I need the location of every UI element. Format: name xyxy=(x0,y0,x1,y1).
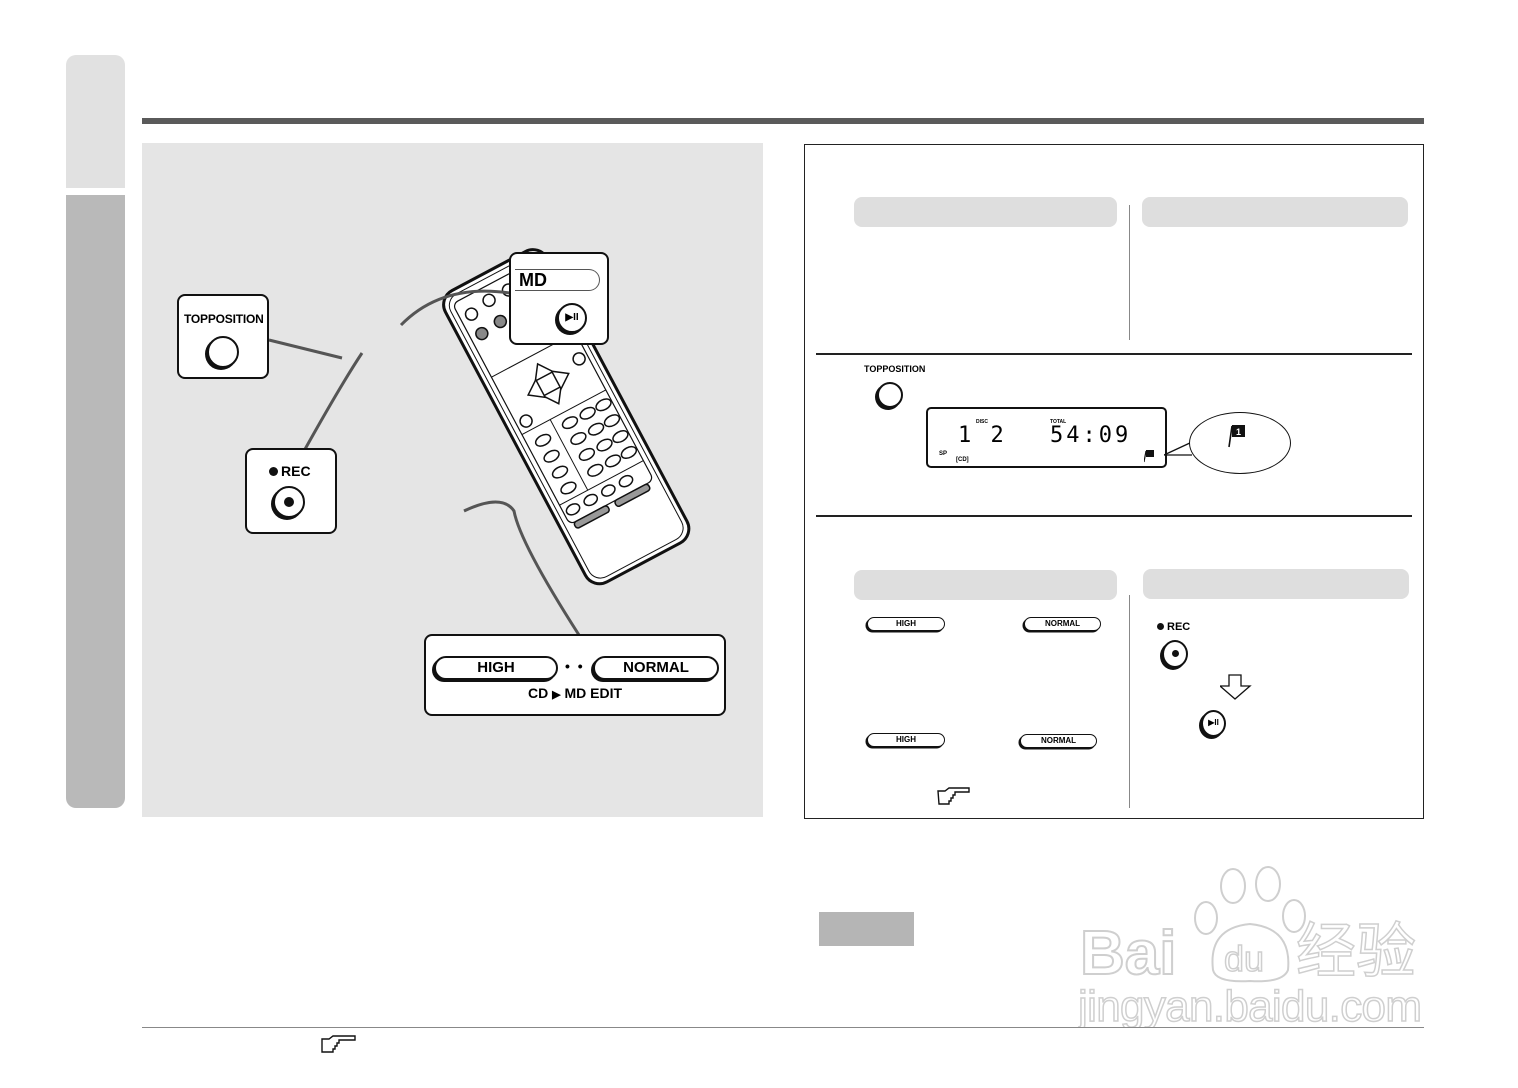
topposition-small-button-icon xyxy=(877,382,903,408)
section1-left-header xyxy=(854,197,1117,227)
high-button-row1: HIGH xyxy=(867,617,945,631)
svg-text:1: 1 xyxy=(1236,427,1241,437)
high-button-row2: HIGH xyxy=(867,733,945,747)
lcd-display: DISC 1 2 TOTAL 54:09 SP [CD] xyxy=(926,407,1167,468)
track-flag-icon: 1 xyxy=(1228,425,1245,448)
watermark-bai: Bai xyxy=(1080,919,1176,988)
caption-md-edit: MD EDIT xyxy=(564,685,623,701)
watermark-chinese: 经验 xyxy=(1296,917,1416,987)
record-dot-icon xyxy=(269,467,278,476)
section1-right-header xyxy=(1142,197,1408,227)
round-button-icon xyxy=(207,336,239,368)
lcd-source: [CD] xyxy=(956,457,969,463)
md-play-pause-callout: MD ▶II xyxy=(509,252,609,345)
record-small-button-icon xyxy=(1162,640,1188,668)
section-divider-2 xyxy=(816,515,1412,517)
flag-zoom-bubble: 1 xyxy=(1189,412,1291,474)
caption-cd: CD xyxy=(527,685,549,701)
rec-label: REC xyxy=(281,463,311,479)
baidu-watermark: Bai du 经验 jingyan.baidu.com xyxy=(1075,858,1424,1032)
lcd-mode: SP xyxy=(939,451,948,457)
md-label: MD xyxy=(519,270,547,290)
cd-md-edit-caption: CD ▶ MD EDIT xyxy=(426,685,724,701)
section3-right-header xyxy=(1143,569,1409,599)
normal-button-row1: NORMAL xyxy=(1024,617,1101,631)
rec-small-label: REC xyxy=(1167,621,1191,633)
instruction-panel xyxy=(804,144,1424,819)
side-tab-top xyxy=(66,55,125,188)
high-speed-button: HIGH xyxy=(434,656,558,680)
lcd-total-label: TOTAL xyxy=(1050,419,1067,425)
watermark-url: jingyan.baidu.com xyxy=(1078,982,1422,1028)
lcd-disc-label: DISC xyxy=(976,419,988,425)
normal-button-row2: NORMAL xyxy=(1020,734,1097,748)
record-button-icon xyxy=(273,486,305,518)
play-arrow-icon: ▶ xyxy=(552,689,561,701)
speech-pointer xyxy=(1164,441,1193,456)
lcd-total-value: 54:09 xyxy=(1050,423,1132,448)
section-divider-1 xyxy=(816,353,1412,355)
section3-divider xyxy=(1129,595,1130,808)
separator-dots: • • xyxy=(565,658,585,674)
pointing-hand-icon xyxy=(937,787,970,805)
md-label-pill: MD xyxy=(515,269,600,291)
footer-pointing-hand-icon xyxy=(321,1035,356,1053)
watermark-du: du xyxy=(1224,938,1264,979)
play-pause-small-icon: ▶II xyxy=(1201,710,1226,737)
side-tab-bottom xyxy=(66,195,125,808)
footer-rule xyxy=(142,1027,1424,1028)
down-arrow-icon xyxy=(1220,674,1252,700)
topposition-small-label: TOPPOSITION xyxy=(864,364,926,374)
cd-md-edit-callout: HIGH • • NORMAL CD ▶ MD EDIT xyxy=(424,634,726,716)
lcd-disc-value: 1 2 xyxy=(958,423,1007,448)
baidu-paw-logo-icon: Bai du 经验 jingyan.baidu.com xyxy=(1075,866,1423,1032)
rec-small-label-wrap: REC xyxy=(1157,621,1190,633)
section3-left-header xyxy=(854,570,1117,600)
remote-control-drawing xyxy=(268,248,691,636)
rec-label-wrap: REC xyxy=(269,463,311,479)
topposition-callout: TOPPOSITION xyxy=(177,294,269,379)
section1-divider xyxy=(1129,205,1130,340)
record-dot-icon xyxy=(1157,623,1164,630)
rec-callout: REC xyxy=(245,448,337,534)
header-rule xyxy=(142,118,1424,124)
play-pause-icon: ▶II xyxy=(557,303,587,333)
lcd-flag-icon xyxy=(1144,450,1154,463)
topposition-label: TOPPOSITION xyxy=(184,312,264,326)
normal-speed-button: NORMAL xyxy=(593,656,719,680)
note-label-box xyxy=(819,912,914,946)
